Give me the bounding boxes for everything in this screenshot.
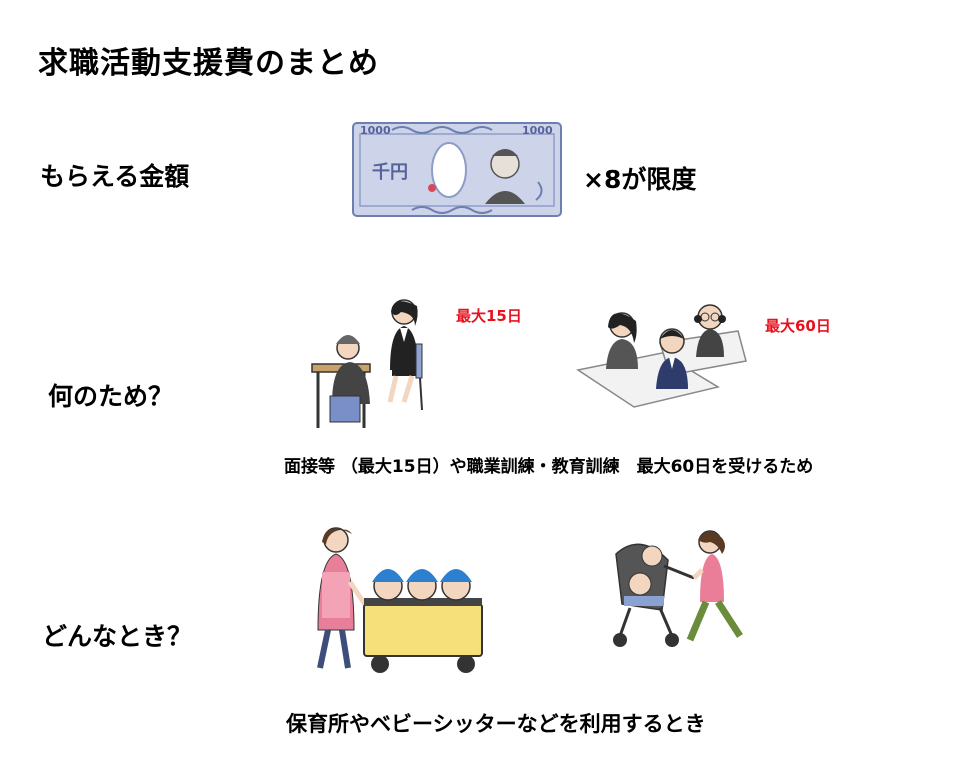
bill-number-right: 1000 [522, 124, 553, 137]
when-label: どんなとき？ [42, 622, 193, 651]
training-class-illustration [576, 304, 747, 408]
page-title: 求職活動支援費のまとめ [38, 46, 379, 81]
training-limit-badge: 最大60日 [765, 317, 831, 335]
purpose-caption: 面接等 （最大15日）や職業訓練・教育訓練 最大60日を受けるため [284, 457, 814, 477]
bill-text: 千円 [372, 162, 408, 183]
bill-number-left: 1000 [360, 124, 391, 137]
amount-multiplier: ×8が限度 [583, 165, 697, 194]
amount-label: もらえる金額 [40, 162, 190, 191]
when-caption: 保育所やベビーシッターなどを利用するとき [286, 712, 706, 736]
purpose-label: 何のため？ [48, 382, 174, 411]
stroller-illustration [613, 530, 743, 647]
nursery-cart-illustration [317, 527, 483, 673]
yen-bill-illustration [352, 122, 562, 217]
interview-limit-badge: 最大15日 [456, 307, 522, 325]
interview-illustration [311, 299, 423, 428]
